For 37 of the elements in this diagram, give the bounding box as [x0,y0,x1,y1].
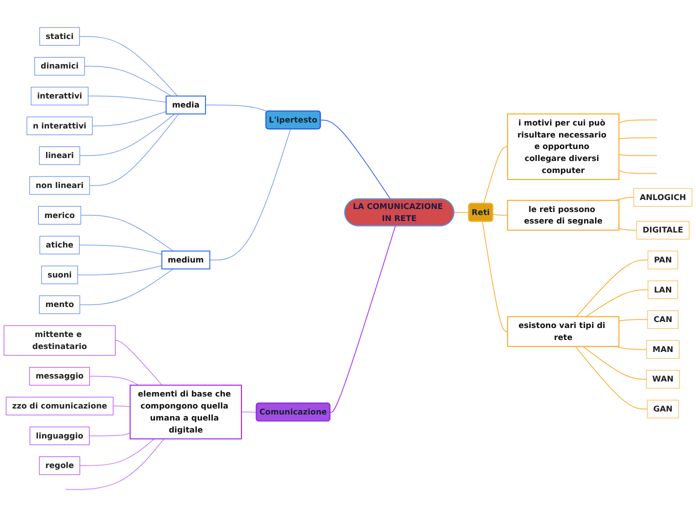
connector-line [615,197,634,201]
connector-line [79,36,178,96]
connector-line [80,438,155,466]
connector-line [80,268,174,306]
connector-line [582,346,647,380]
connector-line [576,260,648,317]
connector-line [618,319,648,322]
connector-line [615,346,647,350]
connector-line [585,289,648,317]
connector-line [84,66,172,96]
connector-line [209,128,291,260]
connector-line [80,214,174,252]
connector-line [320,120,391,200]
connector-line [65,438,164,490]
connector-line [89,114,180,186]
connector-line [492,214,508,216]
connector-line [618,137,658,140]
connector-line [79,244,162,255]
connector-line [88,96,166,103]
connector-line [92,111,166,126]
connector-line [618,120,658,124]
connector-line [88,432,131,436]
connector-line [112,406,131,408]
connector-line [79,114,176,156]
connector-line [89,376,139,386]
connector-line [77,265,162,276]
connector-line [618,228,638,231]
connector-line [483,146,508,204]
connector-line [454,212,470,213]
connector-line [114,340,163,386]
connector-line [618,170,658,174]
connector-line [330,226,396,413]
connector-line [241,412,257,413]
connector-line [205,104,268,112]
connector-line [575,346,648,410]
connector-line [482,221,508,332]
connector-line [618,154,658,156]
